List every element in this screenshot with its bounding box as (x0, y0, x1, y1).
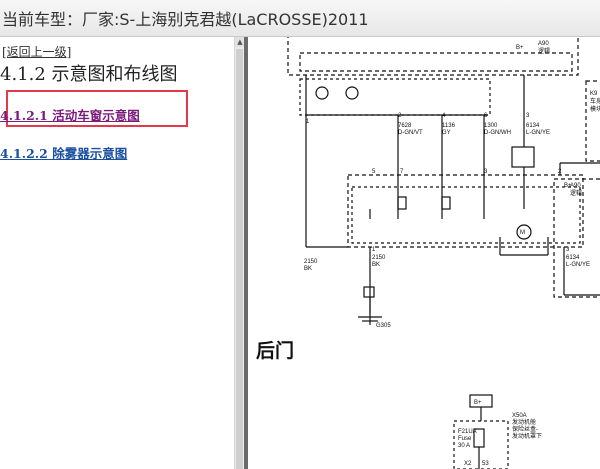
label-a90-top-sub: 逻辑 (538, 47, 550, 55)
label-bplus-top: B+ (516, 45, 524, 51)
label-1136-color: GY (442, 130, 451, 136)
toc-pane: [返回上一级] 4.1.2 示意图和布线图 4.1.2.1 活动车窗示意图 4.… (0, 37, 234, 469)
label-k9-sub1: 车身 (590, 97, 600, 105)
pin-7-mid: 7 (400, 169, 404, 175)
label-k9: K9 (590, 91, 598, 97)
section-title: 4.1.2 示意图和布线图 (0, 64, 178, 85)
label-2150-right-color: BK (372, 262, 380, 268)
label-2150-right: 2150 (372, 255, 386, 261)
motor-symbol: M (520, 230, 525, 236)
label-2150-left: 2150 (304, 259, 318, 265)
pin-3-mid: 3 (484, 169, 488, 175)
label-1300-color: D-GN/WH (484, 130, 511, 136)
title-bar: 当前车型：厂家:S-上海别克君越(LaCROSSE)2011 (0, 0, 600, 37)
window-title: 当前车型：厂家:S-上海别克君越(LaCROSSE)2011 (2, 10, 369, 29)
pin-1-top: 1 (306, 119, 310, 125)
label-ground: G305 (376, 323, 391, 329)
label-x2: X2 (464, 461, 472, 467)
module-box-top (287, 37, 579, 76)
pin-6-top: 6 (484, 113, 488, 119)
label-6134-bottom-color: L-GN/YE (566, 262, 590, 268)
pin-4-top: 4 (442, 113, 446, 119)
toc-item-power-window-schematic[interactable]: 4.1.2.1 活动车窗示意图 (0, 108, 140, 123)
module-box-mid (347, 174, 584, 248)
scroll-thumb[interactable] (236, 49, 243, 469)
label-6134-bottom: 6134 (566, 255, 580, 261)
label-a90-top: A90 (538, 41, 549, 47)
label-x50a-sub2: 保险丝盒- (512, 425, 538, 433)
label-bplus-bottom: B+ (474, 400, 482, 406)
label-x50a-sub1: 发动机舱 (512, 418, 536, 426)
diagram-heading: 后门 (256, 340, 295, 362)
label-fuse-rating: 30 A (458, 443, 470, 449)
pane-splitter[interactable] (244, 37, 248, 469)
pin-3-bottom: 3 (566, 247, 570, 253)
diagram-pane: A90 逻辑 B+ K9 车身 模块 7628 D-GN/VT 1136 GY … (248, 37, 600, 469)
label-x50a-sub3: 发动机罩下 (512, 432, 542, 440)
label-6134-color: L-GN/YE (526, 130, 550, 136)
pin-1-bottom: 1 (372, 247, 376, 253)
label-x2-pin: 53 (482, 461, 489, 467)
label-1136: 1136 (442, 123, 456, 129)
label-7628-color: D-GN/VT (398, 130, 423, 136)
label-bplus-mid: B+ (564, 183, 572, 189)
pin-2-top: 2 (398, 113, 402, 119)
label-fuse: Fuse (458, 436, 472, 442)
label-a90-mid-sub: 逻辑 (570, 189, 582, 197)
wiring-diagram: A90 逻辑 B+ K9 车身 模块 7628 D-GN/VT 1136 GY … (287, 37, 600, 469)
label-7628: 7628 (398, 123, 412, 129)
label-x50a: X50A (512, 413, 527, 419)
label-2150-left-color: BK (304, 266, 312, 272)
toc-item-defogger-schematic[interactable]: 4.1.2.2 除雾器示意图 (0, 146, 128, 161)
label-k9-sub2: 模块 (590, 105, 600, 113)
pin-5-mid: 5 (372, 169, 376, 175)
scroll-up-arrow-icon[interactable]: ▲ (235, 37, 245, 47)
label-fuse-id: F21UA (458, 429, 477, 435)
highlight-box (6, 90, 188, 127)
pin-2-mid: 2 (558, 169, 562, 175)
label-a90-mid: A90 (570, 183, 581, 189)
back-link[interactable]: [返回上一级] (2, 45, 72, 59)
label-1300: 1300 (484, 123, 498, 129)
label-6134: 6134 (526, 123, 540, 129)
pin-3-top: 3 (526, 113, 530, 119)
